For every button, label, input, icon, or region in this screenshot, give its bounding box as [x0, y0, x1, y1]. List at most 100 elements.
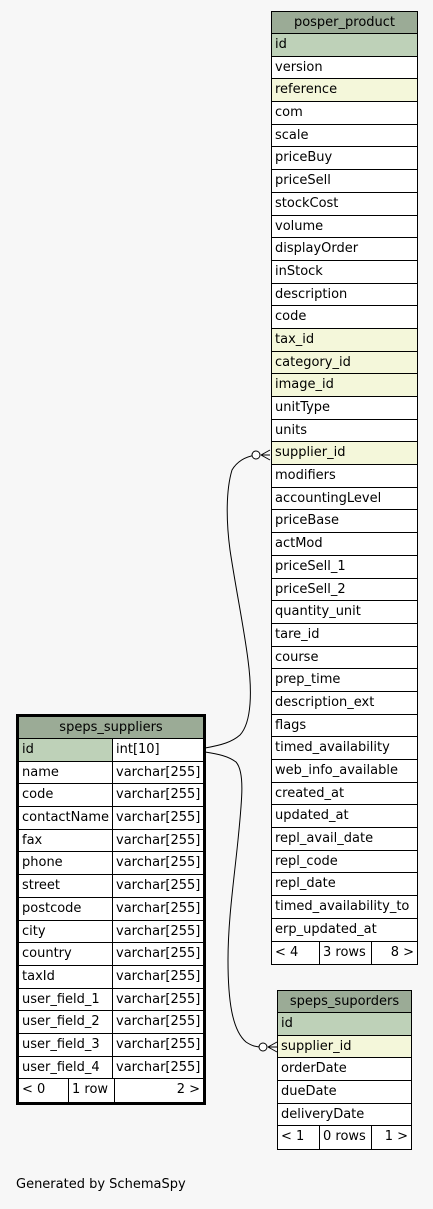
column-type: varchar[255] — [116, 810, 201, 826]
footer-link-2[interactable]: 3 rows — [320, 941, 372, 965]
column-row[interactable]: quantity_unit — [272, 601, 417, 624]
link-suporders-optional-marker — [258, 1042, 268, 1052]
footer-link-1[interactable]: < 4 — [272, 941, 320, 965]
column-row[interactable]: web_info_available — [272, 760, 417, 783]
column-row[interactable]: accountingLevel — [272, 488, 417, 511]
column-name: postcode — [19, 897, 113, 920]
column-row[interactable]: updated_at — [272, 805, 417, 829]
column-row[interactable]: priceSell_2 — [272, 579, 417, 602]
column-row[interactable]: description — [272, 284, 417, 307]
column-row[interactable]: deliveryDate — [278, 1104, 411, 1127]
column-row[interactable]: supplier_id — [272, 442, 417, 466]
table-title: speps_suporders — [278, 991, 411, 1013]
footer-link-2[interactable]: 0 rows — [320, 1126, 372, 1150]
column-row[interactable]: priceSell — [272, 170, 417, 193]
column-row[interactable]: priceBase — [272, 510, 417, 534]
column-type: varchar[255] — [116, 991, 201, 1007]
link-suporders-crowfoot — [267, 1041, 278, 1053]
column-row[interactable]: category_id — [272, 351, 417, 375]
column-row[interactable]: units — [272, 420, 417, 443]
column-row[interactable]: displayOrder — [272, 238, 417, 261]
column-row[interactable]: repl_date — [272, 873, 417, 897]
column-type: varchar[255] — [116, 1014, 201, 1030]
column-name: user_field_1 — [19, 988, 113, 1011]
column-type: varchar[255] — [116, 764, 201, 780]
column-row[interactable]: tax_id — [272, 328, 417, 352]
column-type: varchar[255] — [116, 968, 201, 984]
column-row[interactable]: priceBuy — [272, 147, 417, 171]
column-type: varchar[255] — [116, 1036, 201, 1052]
column-type: varchar[255] — [116, 1059, 201, 1075]
column-row[interactable]: inStock — [272, 261, 417, 284]
column-row[interactable]: timed_availability — [272, 737, 417, 760]
column-row[interactable]: tare_id — [272, 624, 417, 647]
link-product-optional-marker — [251, 450, 261, 460]
column-name: street — [19, 875, 113, 897]
column-row[interactable]: priceSell_1 — [272, 556, 417, 579]
footer-link-2[interactable]: 1 row — [69, 1079, 115, 1102]
column-type: varchar[255] — [116, 787, 201, 803]
footer-link-1[interactable]: < 0 — [19, 1079, 69, 1102]
column-type: varchar[255] — [116, 900, 201, 916]
column-row[interactable]: timed_availability_to — [272, 896, 417, 919]
column-row[interactable]: id — [278, 1013, 411, 1036]
column-row[interactable]: volume — [272, 216, 417, 239]
column-row[interactable]: modifiers — [272, 465, 417, 488]
column-name: name — [19, 761, 113, 784]
footer-link-3[interactable]: 1 > — [384, 1129, 408, 1145]
link-supplier-to-product — [204, 454, 258, 749]
column-row[interactable]: flags — [272, 715, 417, 738]
column-row[interactable]: image_id — [272, 374, 417, 397]
column-row[interactable]: com — [272, 102, 417, 125]
column-row[interactable]: id — [272, 34, 417, 57]
column-name: phone — [19, 852, 113, 875]
table-title: speps_suppliers — [19, 717, 203, 739]
column-row[interactable]: reference — [272, 79, 417, 103]
column-row[interactable]: orderDate — [278, 1058, 411, 1082]
column-name: user_field_3 — [19, 1033, 113, 1056]
column-row[interactable]: description_ext — [272, 692, 417, 715]
column-row[interactable]: course — [272, 647, 417, 670]
column-row[interactable]: created_at — [272, 783, 417, 806]
column-name: city — [19, 920, 113, 943]
column-name: taxId — [19, 965, 113, 988]
column-type: int[10] — [113, 739, 203, 761]
column-row[interactable]: code — [272, 306, 417, 329]
column-row[interactable]: erp_updated_at — [272, 919, 417, 942]
footer-link-3[interactable]: 2 > — [176, 1082, 200, 1098]
column-row[interactable]: version — [272, 57, 417, 80]
column-row[interactable]: prep_time — [272, 669, 417, 692]
column-row[interactable]: unitType — [272, 397, 417, 420]
column-row[interactable]: actMod — [272, 533, 417, 556]
column-row[interactable]: stockCost — [272, 193, 417, 216]
column-row[interactable]: supplier_id — [278, 1035, 411, 1059]
column-row[interactable]: dueDate — [278, 1081, 411, 1104]
footer-link-1[interactable]: < 1 — [278, 1126, 320, 1150]
column-type: varchar[255] — [116, 878, 201, 894]
column-row[interactable]: repl_code — [272, 851, 417, 874]
column-row[interactable]: repl_avail_date — [272, 828, 417, 851]
footer-link-3[interactable]: 8 > — [390, 944, 414, 960]
column-row[interactable]: scale — [272, 125, 417, 148]
column-type: varchar[255] — [116, 832, 201, 848]
